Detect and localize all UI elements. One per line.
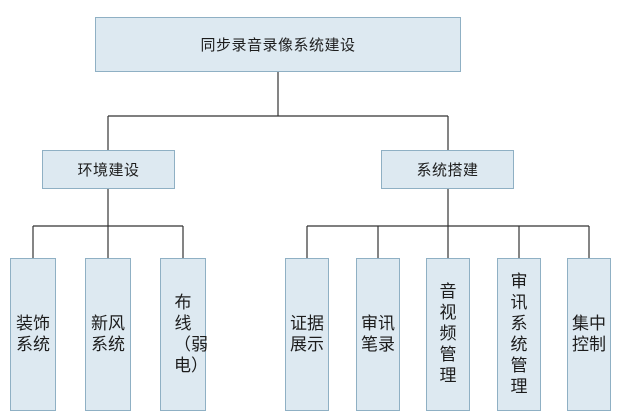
leaf-label: 新风系统 bbox=[91, 313, 125, 355]
leaf-label: 审讯系统管理 bbox=[510, 271, 528, 397]
leaf-node-av-management: 音视频管理 bbox=[426, 258, 470, 411]
leaf-node-wiring: 布线（弱电） bbox=[160, 258, 208, 411]
leaf-node-interrogation-notes: 审讯笔录 bbox=[356, 258, 400, 411]
leaf-node-system-management: 审讯系统管理 bbox=[497, 258, 541, 411]
branch-node-environment: 环境建设 bbox=[42, 150, 175, 189]
root-node: 同步录音录像系统建设 bbox=[95, 17, 461, 72]
root-label: 同步录音录像系统建设 bbox=[200, 36, 356, 54]
branch-label: 环境建设 bbox=[77, 161, 140, 179]
leaf-node-decoration: 装饰系统 bbox=[10, 258, 56, 411]
leaf-label: 集中控制 bbox=[572, 313, 606, 355]
branch-label: 系统搭建 bbox=[416, 161, 479, 179]
branch-node-system: 系统搭建 bbox=[381, 150, 514, 189]
leaf-label: 装饰系统 bbox=[16, 313, 50, 355]
leaf-label: 布线（弱电） bbox=[174, 292, 208, 376]
leaf-label: 音视频管理 bbox=[439, 282, 457, 386]
leaf-node-evidence-display: 证据展示 bbox=[285, 258, 329, 411]
leaf-node-central-control: 集中控制 bbox=[567, 258, 611, 411]
leaf-node-ventilation: 新风系统 bbox=[85, 258, 131, 411]
leaf-label: 证据展示 bbox=[290, 313, 324, 355]
leaf-label: 审讯笔录 bbox=[361, 313, 395, 355]
